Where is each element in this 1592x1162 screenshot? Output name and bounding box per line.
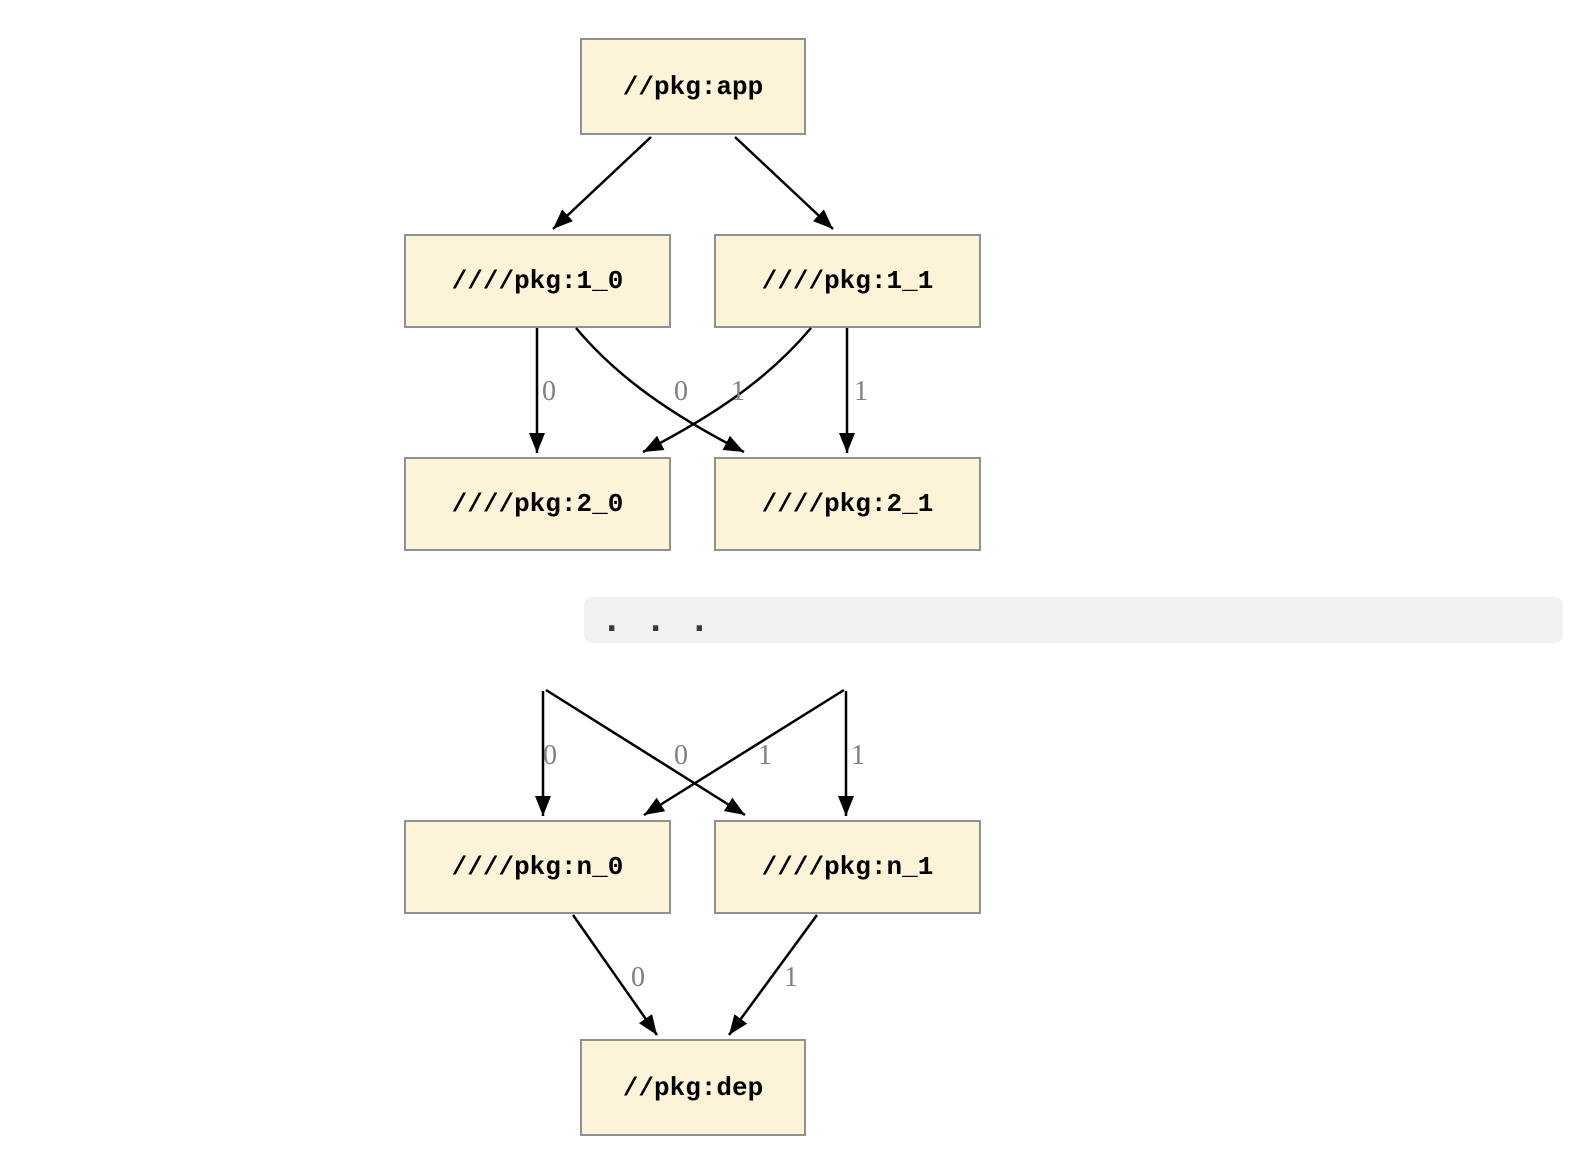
node-pkg-2-0: ////pkg:2_0 — [404, 457, 671, 551]
edge-label: 1 — [851, 740, 865, 771]
edge-1-0-to-2-1 — [575, 327, 745, 454]
edge-label: 1 — [731, 376, 745, 407]
node-label: ////pkg:1_0 — [451, 266, 624, 296]
edge-label: 0 — [674, 376, 688, 407]
edge-label: 0 — [542, 376, 556, 407]
node-pkg-2-1: ////pkg:2_1 — [714, 457, 981, 551]
node-pkg-dep: //pkg:dep — [580, 1039, 806, 1136]
node-label: //pkg:dep — [622, 1072, 764, 1103]
edge-1-1-to-2-0 — [642, 327, 812, 454]
node-pkg-app: //pkg:app — [580, 38, 806, 135]
node-label: ////pkg:2_1 — [761, 489, 934, 519]
node-label: ////pkg:n_1 — [761, 852, 934, 882]
ellipsis-dots: . . . — [606, 604, 706, 639]
edge-app-to-1-0 — [552, 136, 652, 230]
node-pkg-1-0: ////pkg:1_0 — [404, 234, 671, 328]
node-pkg-n-1: ////pkg:n_1 — [714, 820, 981, 914]
edge-label: 0 — [631, 962, 645, 993]
node-label: ////pkg:n_0 — [451, 852, 624, 882]
node-label: //pkg:app — [622, 71, 764, 102]
edge-label: 1 — [758, 740, 772, 771]
edge-label: 0 — [674, 740, 688, 771]
node-label: ////pkg:2_0 — [451, 489, 624, 519]
ellipsis-band: . . . — [584, 597, 1563, 643]
node-label: ////pkg:1_1 — [761, 266, 934, 296]
node-pkg-n-0: ////pkg:n_0 — [404, 820, 671, 914]
edge-n-1-to-dep — [727, 914, 819, 1036]
edge-app-to-1-1 — [734, 136, 834, 230]
edge-hidden-to-n-1-cross — [545, 688, 746, 817]
edge-label: 0 — [543, 740, 557, 771]
edge-label: 1 — [854, 376, 868, 407]
node-pkg-1-1: ////pkg:1_1 — [714, 234, 981, 328]
edge-hidden-to-n-0-cross — [643, 688, 845, 817]
edge-n-0-to-dep — [571, 914, 659, 1036]
edge-label: 1 — [784, 962, 798, 993]
